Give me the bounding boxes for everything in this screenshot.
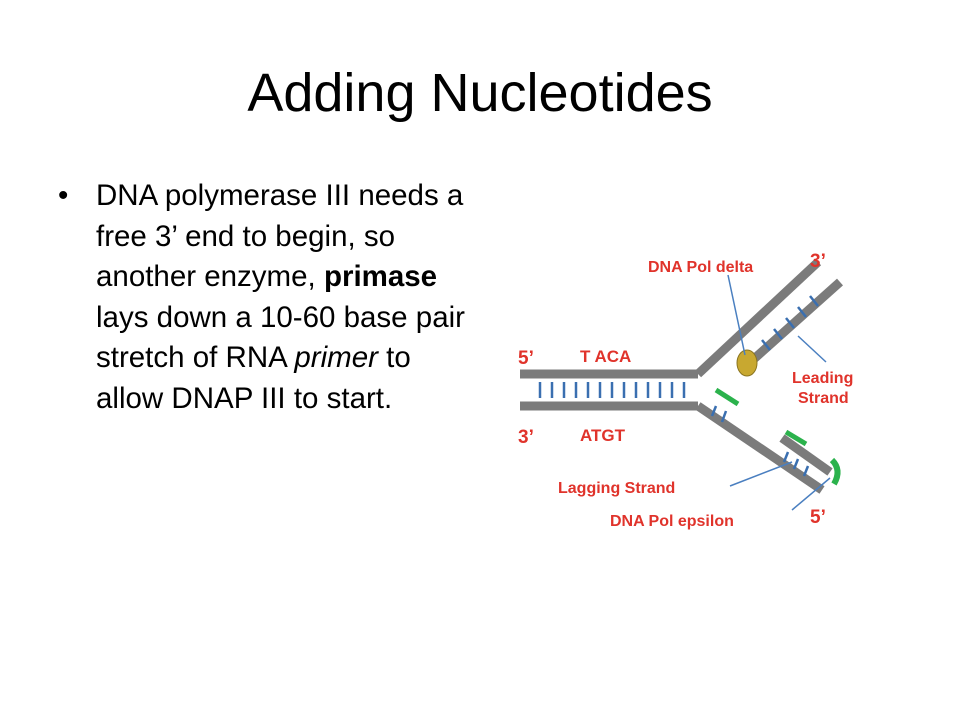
bullet-text: DNA polymerase III needs a free 3’ end t… [96,176,466,419]
pointer-lagging [729,461,793,487]
bullet-marker: • [58,179,69,212]
pointer-pol-epsilon [791,477,831,511]
label-3prime-left: 3’ [518,427,534,448]
label-leading-2: Strand [798,390,849,407]
dna-pol-epsilon-shape [829,457,841,486]
lagging-new-strand [779,434,833,476]
leading-new-strand [743,278,843,370]
lagging-pairs [710,405,810,477]
base-pairs [538,382,686,398]
dna-pol-delta-shape [736,349,758,377]
slide-title: Adding Nucleotides [247,63,713,123]
label-lagging: Lagging Strand [558,480,675,497]
bullet-italic-term: primer [294,341,378,374]
label-3prime-top: 3’ [810,251,826,272]
bullet-text-part1: DNA polymerase III needs a free 3’ end t… [96,179,464,293]
bullet-bold-term: primase [323,260,438,293]
leading-pairs [761,295,819,351]
label-leading-1: Leading [792,370,853,387]
label-taca: T ACA [580,347,631,366]
label-atgt: ATGT [580,426,626,445]
bullet-text-part2: lays down a 10-60 base pair stretch of R… [96,300,465,375]
lagging-parent-strand [695,402,825,494]
label-5prime-left: 5’ [518,348,534,369]
primer-segment-1 [714,387,740,407]
replication-fork-diagram: DNA Pol delta 3’ 5’ T ACA Leading Strand… [518,251,853,530]
bullet-text-part3: to allow DNAP III to start. [96,341,411,415]
label-5prime-bottom: 5’ [810,507,826,528]
pointer-pol-delta [727,274,746,356]
primer-segment-2 [784,429,808,447]
label-pol-epsilon: DNA Pol epsilon [610,513,734,530]
leading-parent-strand [694,258,822,378]
label-pol-delta: DNA Pol delta [648,259,753,276]
pointer-leading [797,335,827,363]
